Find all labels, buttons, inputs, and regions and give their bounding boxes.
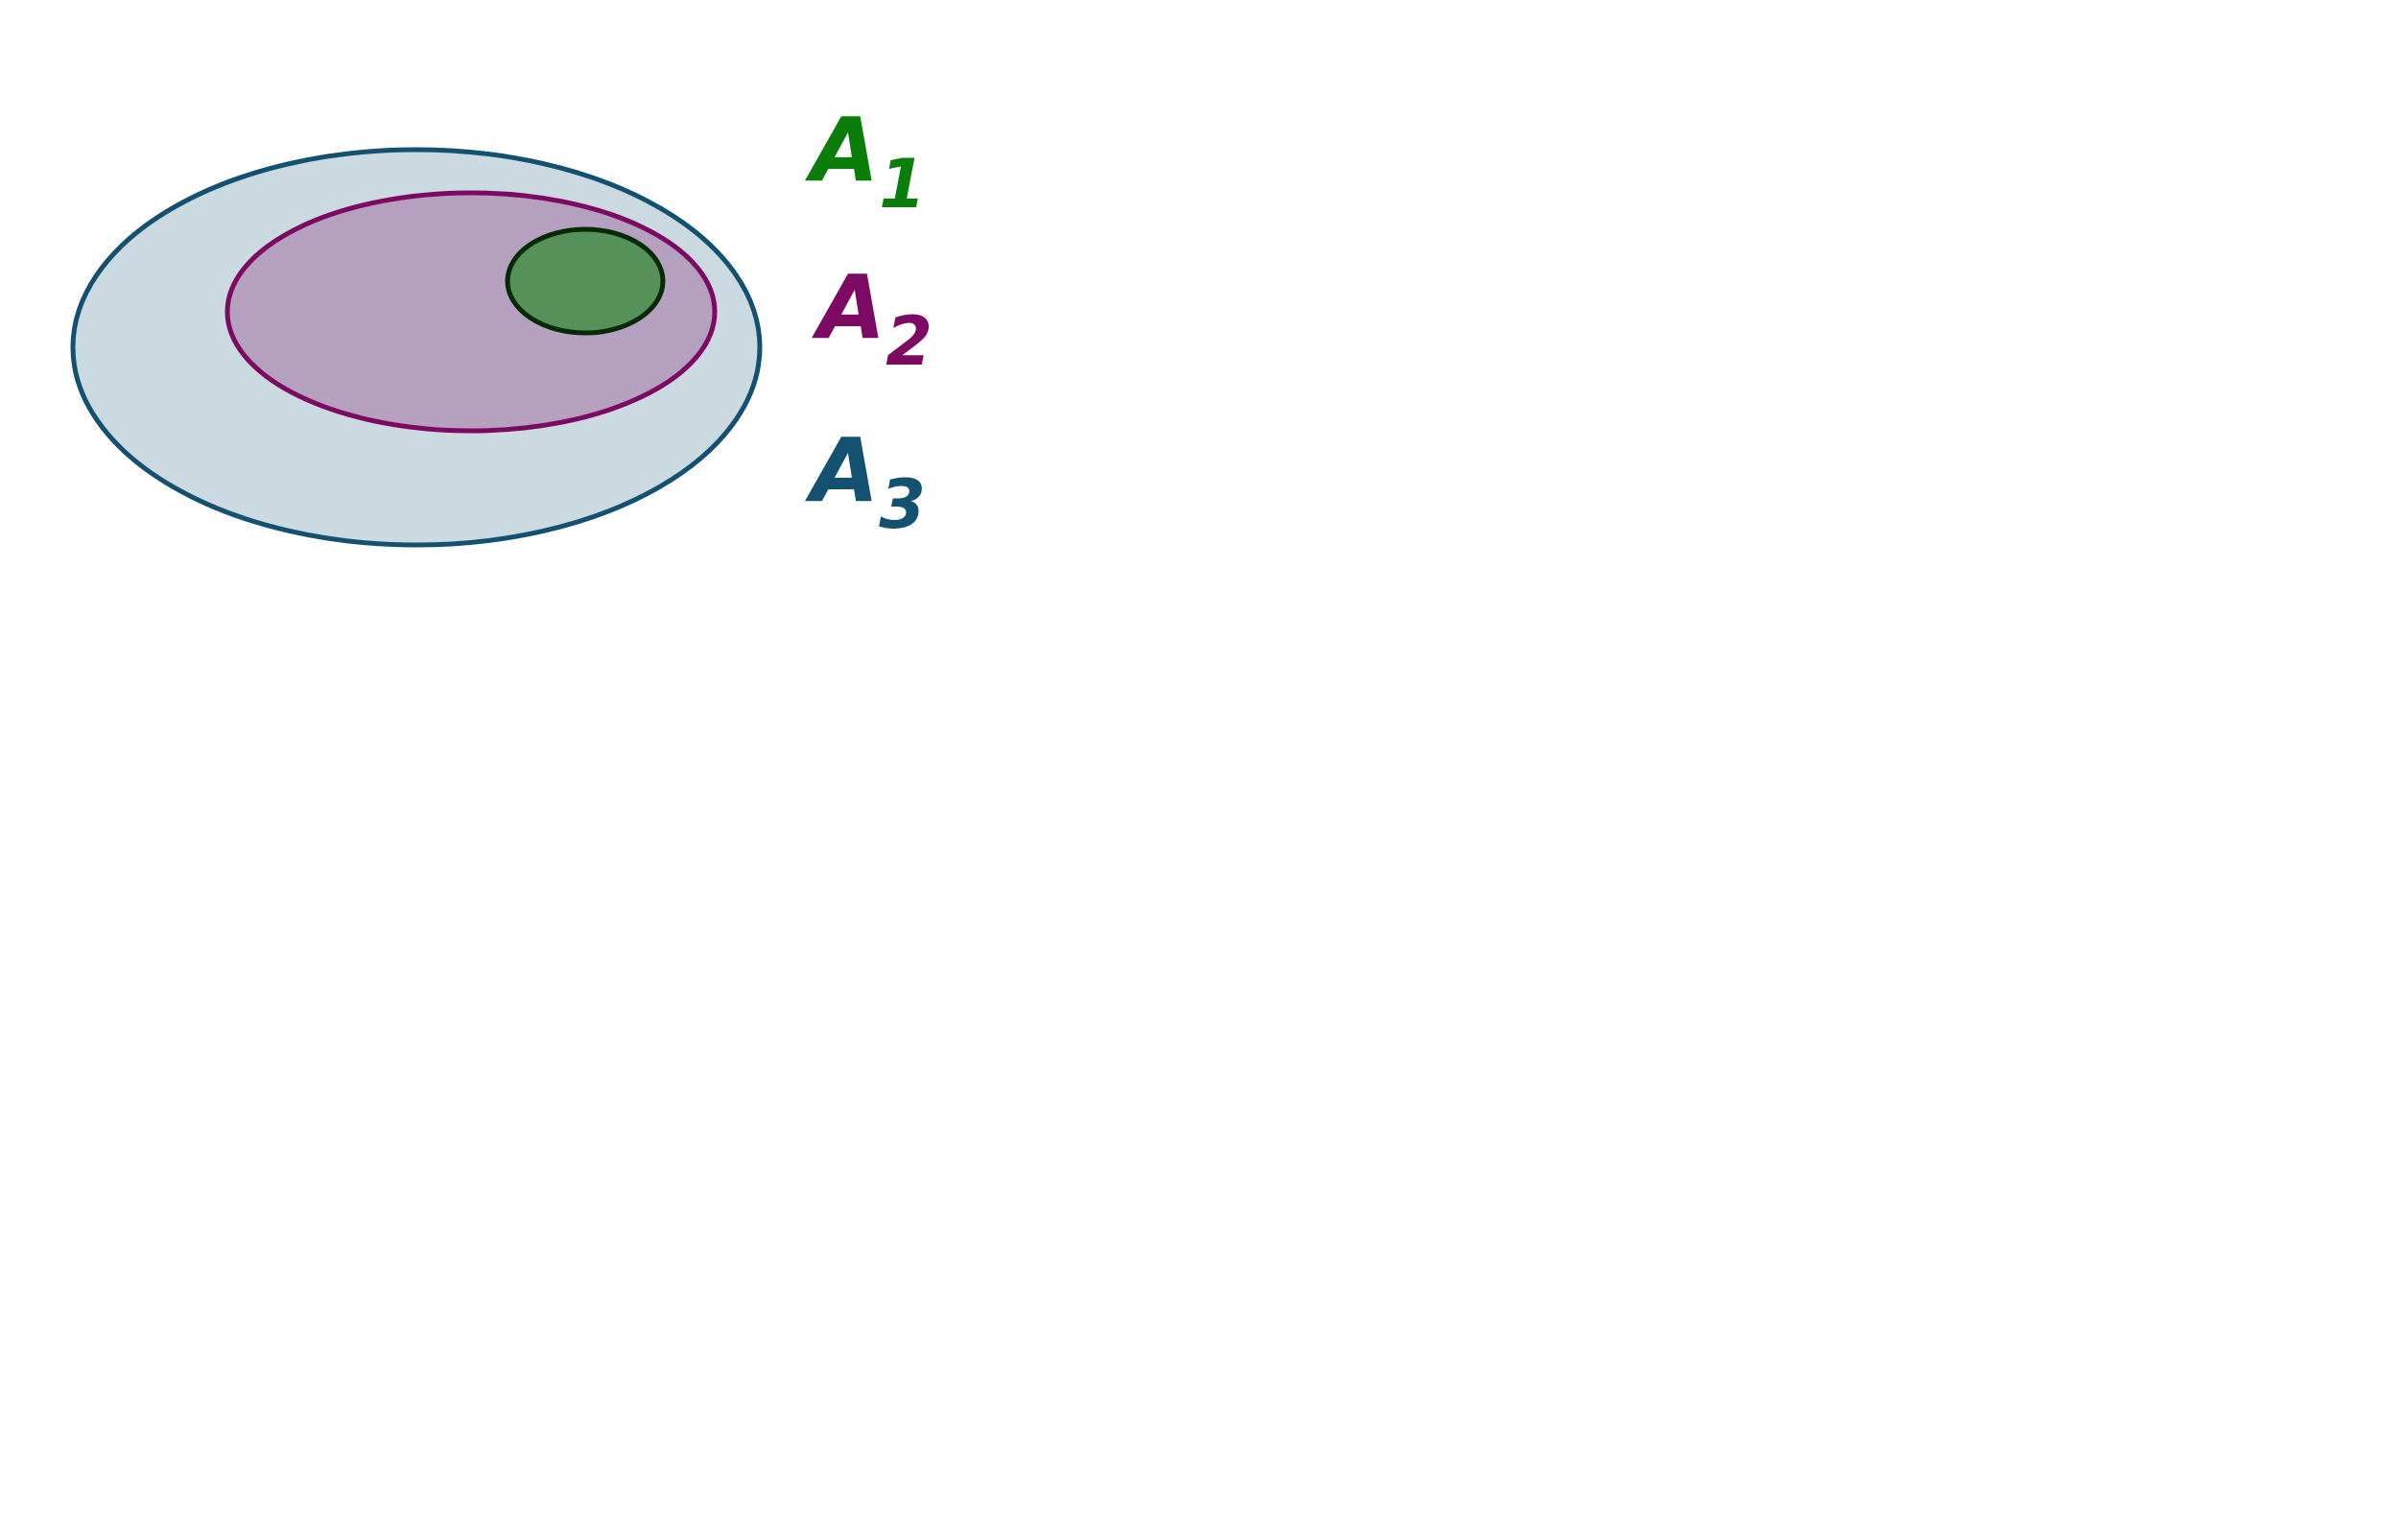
set-a1-ellipse [505, 226, 666, 336]
label-a2: A2 [812, 256, 933, 381]
label-a1: A1 [805, 99, 926, 224]
label-a3: A3 [805, 419, 926, 544]
